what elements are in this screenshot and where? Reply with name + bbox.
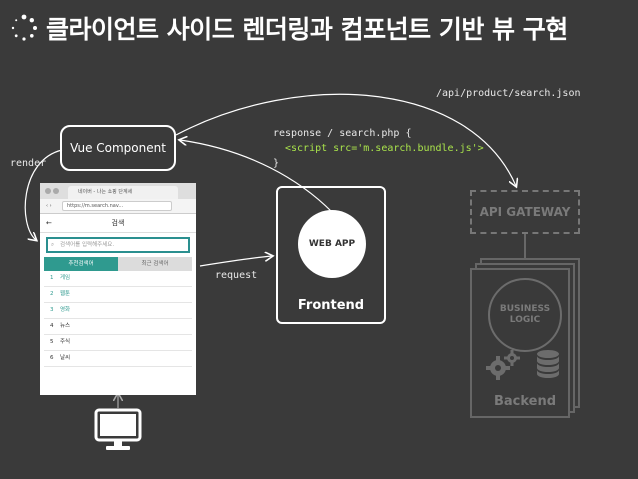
search-icon: ⌕ [51,242,55,248]
vue-component-box: Vue Component [60,125,176,171]
page-title: 클라이언트 사이드 렌더링과 컴포넌트 기반 뷰 구현 [46,15,568,44]
tab-recent[interactable]: 최근 검색어 [118,257,192,271]
browser-toolbar: ‹ › https://m.search.nav... [40,199,196,214]
response-arrow [180,140,333,213]
nav-arrows-icon[interactable]: ‹ › [46,203,52,209]
vue-component-label: Vue Component [70,141,166,155]
frontend-label: Frontend [297,298,365,313]
back-arrow-icon[interactable]: ← [46,219,52,227]
response-script-label: <script src='m.search.bundle.js'> [285,143,484,154]
response-close-label: } [273,158,280,169]
frontend-box [276,186,386,324]
gears-icon [486,350,520,380]
search-input[interactable]: ⌕ 검색어를 입력해주세요. [46,237,190,253]
app-header-title: 검색 [111,219,125,227]
business-logic-node: BUSINESS LOGIC [488,278,562,352]
api-gateway-box: API GATEWAY [470,190,580,234]
backend-label: Backend [493,394,557,409]
api-gateway-label: API GATEWAY [479,205,571,219]
loading-spinner-icon [11,14,37,41]
search-tabs: 추천검색어 최근 검색어 [44,257,192,271]
browser-mockup: 네이버 - 나는 쇼핑 단계세 ‹ › https://m.search.nav… [40,183,196,395]
render-arrow [24,149,63,240]
database-icon [537,350,559,378]
url-bar[interactable]: https://m.search.nav... [62,201,172,211]
business-logic-label: BUSINESS [499,304,551,314]
api-call-arrow [175,93,516,186]
monitor-icon [94,408,142,450]
request-arrow [199,256,272,267]
business-logic-label-2: LOGIC [509,315,541,325]
render-label: render [10,158,47,169]
search-placeholder: 검색어를 입력해주세요. [60,242,115,248]
browser-tab[interactable]: 네이버 - 나는 쇼핑 단계세 [68,186,178,199]
web-app-node: WEB APP [298,210,366,278]
window-dot-icon [53,188,59,194]
api-path-label: /api/product/search.json [436,88,581,99]
window-dot-icon [45,188,51,194]
request-label: request [215,270,258,281]
web-app-label: WEB APP [308,239,356,249]
app-header: ← 검색 [40,214,196,233]
browser-chrome: 네이버 - 나는 쇼핑 단계세 [40,183,196,199]
response-label: response / search.php { [273,128,412,139]
tab-recommended[interactable]: 추천검색어 [44,257,118,271]
